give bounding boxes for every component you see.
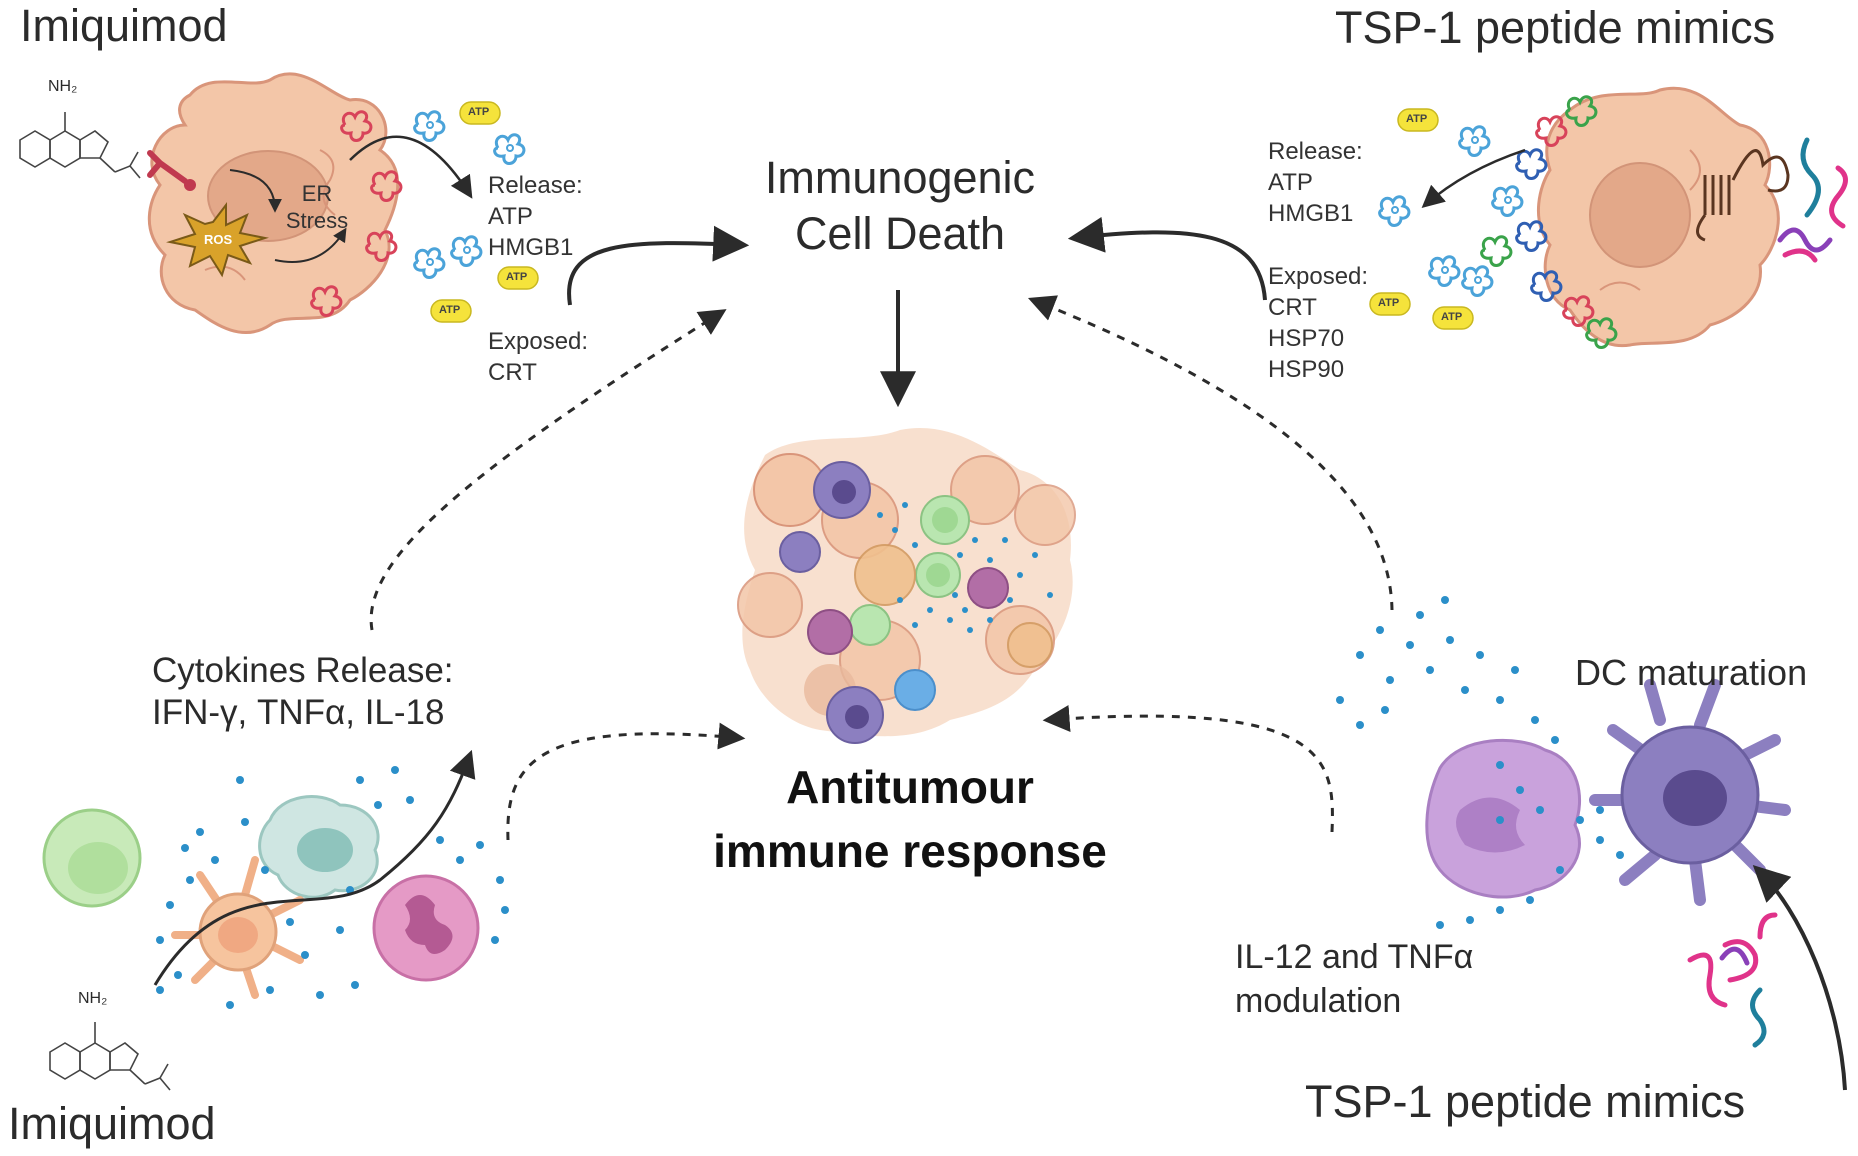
tsp1-title-top: TSP-1 peptide mimics xyxy=(1335,2,1776,53)
er-stress-label: ER Stress xyxy=(272,180,362,234)
arrow-imiquimod-cytokines xyxy=(153,749,476,986)
dendritic-cell xyxy=(1589,679,1791,906)
atp-capsule-label: ATP xyxy=(506,271,528,283)
right-exposed-heading: Exposed: xyxy=(1268,263,1369,290)
imiquimod-title-top: Imiquimod xyxy=(20,0,228,51)
imiquimod-title-bottom: Imiquimod xyxy=(8,1098,216,1149)
left-release-heading: Release: xyxy=(488,172,583,199)
tsp1-title-bottom: TSP-1 peptide mimics xyxy=(1305,1076,1746,1127)
left-exposed-heading: Exposed: xyxy=(488,328,589,355)
imiquimod-molecule-icon-top xyxy=(19,112,141,179)
antitumour-response-title: Antitumour immune response xyxy=(680,755,1140,883)
arrow-ros-er xyxy=(274,227,347,263)
antitumour-line2: immune response xyxy=(713,825,1107,877)
arrow-tsp1-dc xyxy=(1752,865,1847,1091)
peptide-icon xyxy=(1829,165,1848,229)
peptide-icon xyxy=(1750,987,1767,1048)
imiquimod-molecule-icon-bottom xyxy=(49,1022,171,1091)
immune-cells-left xyxy=(42,795,480,999)
right-exposed-hsp70: HSP70 xyxy=(1268,325,1345,352)
atp-capsule-label: ATP xyxy=(439,304,461,316)
left-release-atp: ATP xyxy=(488,203,533,230)
antitumour-line1: Antitumour xyxy=(786,761,1034,813)
hsp-protein-icon xyxy=(1515,220,1548,252)
right-exposed-crt: CRT xyxy=(1268,294,1317,321)
atp-capsule-label: ATP xyxy=(1378,297,1400,309)
arrow-release-left xyxy=(349,135,473,199)
arrow-tlr-er xyxy=(229,169,282,213)
atp-capsule-label: ATP xyxy=(1441,311,1463,323)
peptide-icon xyxy=(1782,248,1818,263)
er-line2: Stress xyxy=(285,208,349,233)
right-release-hmgb1: HMGB1 xyxy=(1268,200,1354,227)
il12-modulation-label: IL-12 and TNFα modulation xyxy=(1235,935,1473,1023)
right-release-heading: Release: xyxy=(1268,138,1363,165)
hmgb1-protein-icon xyxy=(450,235,483,267)
icd-title-line2: Cell Death xyxy=(794,208,1006,259)
dashed-arrow-cytokines-antitumour xyxy=(506,722,746,841)
tumour-cell-right xyxy=(1536,86,1790,348)
ros-burst-icon xyxy=(166,202,269,278)
cytokine-dots-left xyxy=(156,766,509,1009)
cytokines-line1: Cytokines Release: xyxy=(152,651,454,690)
left-release-hmgb1: HMGB1 xyxy=(488,234,574,261)
peptide-icon xyxy=(1800,137,1821,218)
hmgb1-protein-icon xyxy=(1378,195,1411,227)
hmgb1-protein-icon xyxy=(1458,125,1491,157)
hmgb1-protein-icon xyxy=(413,247,446,279)
peptide-icon xyxy=(1687,952,1728,1008)
arrow-right-to-icd xyxy=(1067,216,1267,301)
right-release-list: Release: ATP HMGB1 xyxy=(1268,136,1363,229)
ros-label: ROS xyxy=(204,232,233,247)
hmgb1-protein-icon xyxy=(1491,185,1524,217)
right-exposed-hsp90: HSP90 xyxy=(1268,356,1345,383)
left-exposed-crt: CRT xyxy=(488,359,537,386)
hsp-protein-icon xyxy=(1515,148,1548,180)
il12-line1: IL-12 and TNFα xyxy=(1235,938,1474,976)
dashed-arrow-dc-icd xyxy=(1027,295,1394,611)
peptide-icon xyxy=(1719,946,1750,966)
hmgb1-protein-icon xyxy=(493,133,526,165)
atp-capsule-label: ATP xyxy=(1406,113,1428,125)
nh2-label-bottom: NH₂ xyxy=(78,990,108,1007)
cytokines-line2: IFN-γ, TNFα, IL-18 xyxy=(152,693,445,732)
dc-maturation-label: DC maturation xyxy=(1575,652,1808,693)
dashed-arrow-dc-antitumour xyxy=(1042,705,1334,833)
cytokines-release-label: Cytokines Release: IFN-γ, TNFα, IL-18 xyxy=(152,650,454,734)
cytokine-dots-right xyxy=(1336,596,1624,929)
hmgb1-protein-icon xyxy=(413,110,446,142)
nh2-label-top: NH₂ xyxy=(48,78,78,95)
il12-line2: modulation xyxy=(1235,982,1402,1020)
left-release-list: Release: ATP HMGB1 xyxy=(488,170,583,263)
arrow-release-right xyxy=(1421,148,1526,208)
dashed-arrow-cytokines-icd xyxy=(369,309,727,631)
hmgb1-protein-icon xyxy=(1428,255,1461,287)
hsp-protein-icon xyxy=(1480,235,1513,267)
peptide-icon xyxy=(1722,912,1778,983)
icd-title: Immunogenic Cell Death xyxy=(735,150,1065,262)
right-exposed-list: Exposed: CRT HSP70 HSP90 xyxy=(1268,261,1368,385)
right-release-atp: ATP xyxy=(1268,169,1313,196)
atp-capsule-label: ATP xyxy=(468,106,490,118)
peptide-icon xyxy=(1777,227,1833,253)
left-exposed-list: Exposed: CRT xyxy=(488,326,588,388)
er-line1: ER xyxy=(301,181,333,206)
icd-title-line1: Immunogenic xyxy=(764,152,1036,203)
arrow-left-to-icd xyxy=(567,225,750,306)
hmgb1-protein-icon xyxy=(1461,265,1494,297)
tumour-microenvironment-cluster xyxy=(737,428,1076,744)
